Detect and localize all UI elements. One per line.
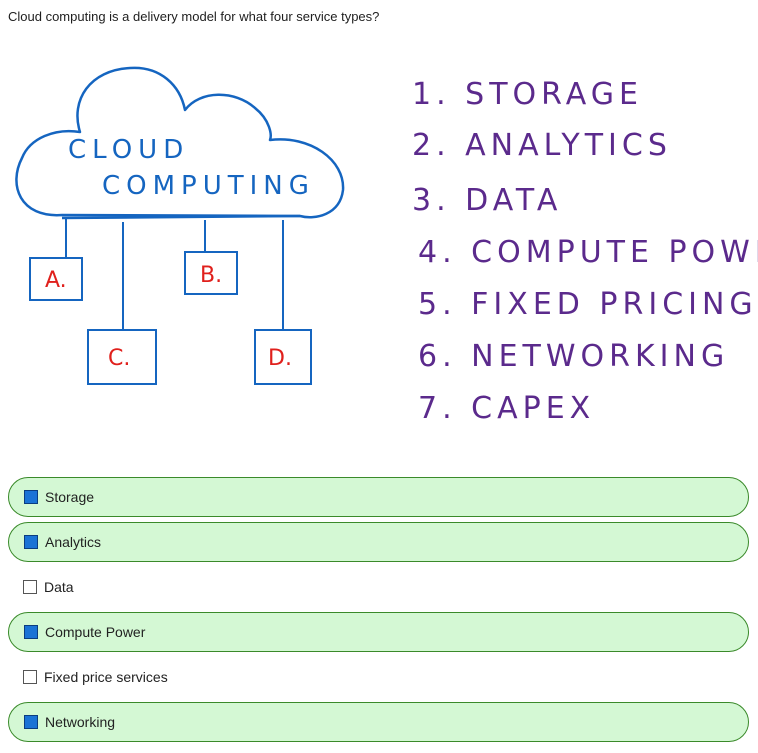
box-d-label: D. <box>268 346 292 371</box>
checkbox[interactable] <box>24 490 38 504</box>
list-item-7: 7. CAPEX <box>418 391 595 426</box>
option-label: Fixed price services <box>44 669 168 685</box>
option-compute-power[interactable]: Compute Power <box>8 612 749 652</box>
list-item-5: 5. FIXED PRICING <box>418 287 758 322</box>
box-c <box>87 329 157 385</box>
cloud-label-line2: COMPUTING <box>102 171 315 201</box>
cloud-diagram: CLOUD COMPUTING A. B. C. D. 1. STORAGE 2… <box>15 66 758 426</box>
cloud-shape <box>15 66 345 219</box>
box-d <box>254 329 312 385</box>
checkbox[interactable] <box>23 670 37 684</box>
question-figure: CLOUD COMPUTING A. B. C. D. 1. STORAGE 2… <box>0 40 758 470</box>
option-data[interactable]: Data <box>8 567 749 607</box>
question-text: Cloud computing is a delivery model for … <box>8 9 380 24</box>
option-label: Data <box>44 579 74 595</box>
box-b-label: B. <box>200 263 222 288</box>
option-storage[interactable]: Storage <box>8 477 749 517</box>
box-a-label: A. <box>45 268 67 293</box>
box-c-label: C. <box>108 346 130 371</box>
box-b <box>184 251 238 295</box>
cloud-label-line1: CLOUD <box>68 135 189 165</box>
option-label: Networking <box>45 714 116 730</box>
answer-options: Storage Analytics Data Compute Power Fix… <box>8 477 749 747</box>
option-networking[interactable]: Networking <box>8 702 749 742</box>
option-label: Compute Power <box>45 624 146 640</box>
box-a <box>29 257 83 301</box>
list-item-3: 3. DATA <box>412 183 562 218</box>
checkbox[interactable] <box>24 625 38 639</box>
checkbox[interactable] <box>23 580 37 594</box>
list-item-6: 6. NETWORKING <box>418 339 729 374</box>
list-item-4: 4. COMPUTE POWER <box>418 235 758 270</box>
option-fixed-price-services[interactable]: Fixed price services <box>8 657 749 697</box>
option-label: Storage <box>45 489 95 505</box>
list-item-1: 1. STORAGE <box>412 77 643 112</box>
option-label: Analytics <box>45 534 102 550</box>
checkbox[interactable] <box>24 715 38 729</box>
checkbox[interactable] <box>24 535 38 549</box>
option-analytics[interactable]: Analytics <box>8 522 749 562</box>
list-item-2: 2. ANALYTICS <box>412 128 672 163</box>
